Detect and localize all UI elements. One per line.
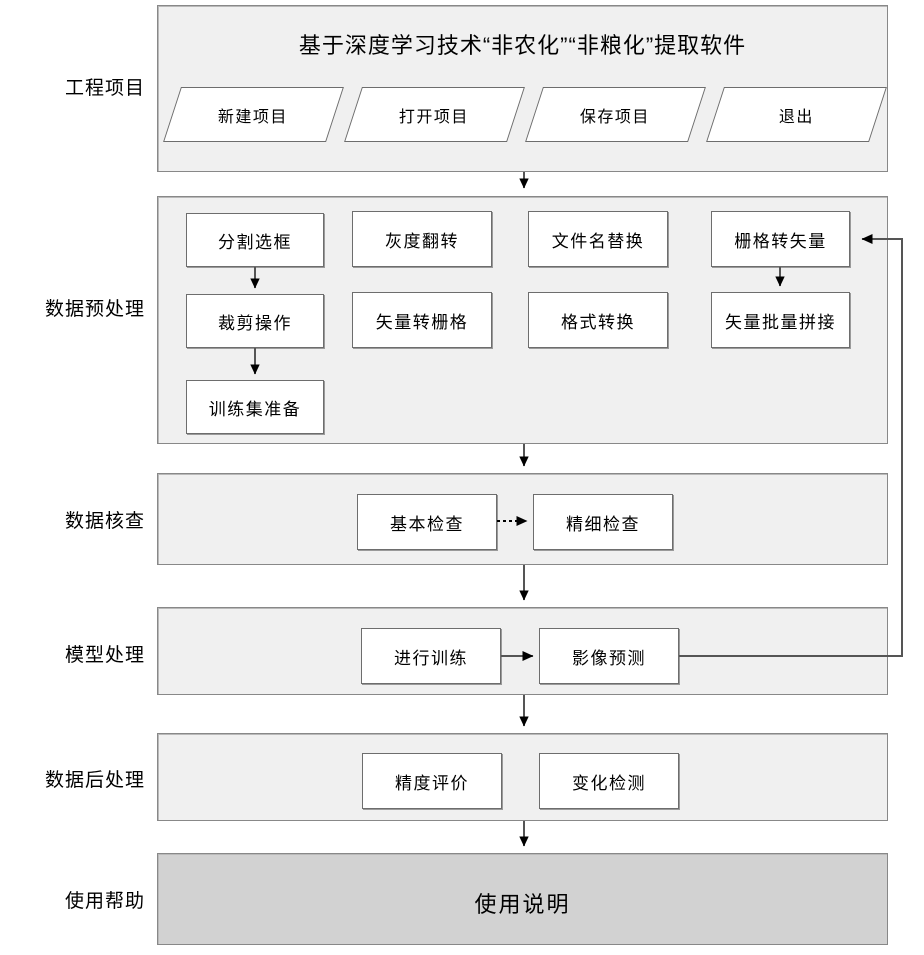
stage-label-help: 使用帮助 <box>64 891 145 912</box>
node-accuracy-eval[interactable]: 精度评价 <box>362 753 502 809</box>
exit-label: 退出 <box>778 108 814 126</box>
save-project-button[interactable]: 保存项目 <box>525 87 706 142</box>
exit-button[interactable]: 退出 <box>706 87 887 142</box>
node-vector-batch-merge[interactable]: 矢量批量拼接 <box>711 292 850 348</box>
stage-label-datacheck: 数据核查 <box>64 511 145 532</box>
node-format-convert[interactable]: 格式转换 <box>528 292 668 348</box>
node-trainset-prepare[interactable]: 训练集准备 <box>186 380 324 434</box>
node-image-predict[interactable]: 影像预测 <box>539 628 679 684</box>
node-filename-replace[interactable]: 文件名替换 <box>528 211 668 267</box>
stage-label-project: 工程项目 <box>64 78 145 99</box>
node-vector-to-raster[interactable]: 矢量转栅格 <box>352 292 492 348</box>
open-project-button[interactable]: 打开项目 <box>344 87 525 142</box>
new-project-label: 新建项目 <box>218 108 289 126</box>
stage-label-postprocess: 数据后处理 <box>44 770 145 791</box>
open-project-label: 打开项目 <box>399 108 470 126</box>
panel-datacheck <box>157 473 888 565</box>
node-crop-operation[interactable]: 裁剪操作 <box>186 294 324 348</box>
panel-model <box>157 607 888 695</box>
node-segmentation-box[interactable]: 分割选框 <box>186 213 324 267</box>
new-project-button[interactable]: 新建项目 <box>163 87 344 142</box>
node-fine-check[interactable]: 精细检查 <box>533 494 673 550</box>
stage-label-model: 模型处理 <box>64 645 145 666</box>
panel-postprocess <box>157 733 888 821</box>
save-project-label: 保存项目 <box>580 108 651 126</box>
node-basic-check[interactable]: 基本检查 <box>357 494 497 550</box>
node-change-detection[interactable]: 变化检测 <box>539 753 679 809</box>
software-title: 基于深度学习技术“非农化”“非粮化”提取软件 <box>298 33 747 58</box>
node-run-training[interactable]: 进行训练 <box>361 628 501 684</box>
stage-label-preprocess: 数据预处理 <box>44 299 145 320</box>
node-raster-to-vector[interactable]: 栅格转矢量 <box>711 211 850 267</box>
panel-help[interactable] <box>157 853 888 945</box>
node-gray-invert[interactable]: 灰度翻转 <box>352 211 492 267</box>
help-instructions-label: 使用说明 <box>474 892 571 917</box>
